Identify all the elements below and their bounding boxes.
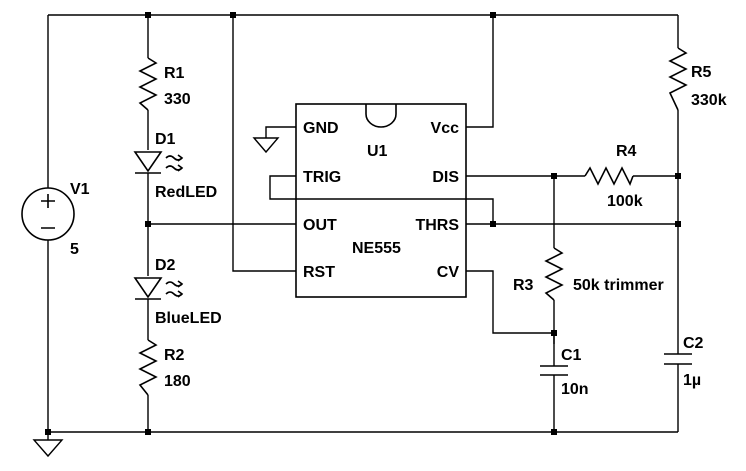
r3-value: 50k trimmer — [573, 277, 664, 294]
pin-rst: RST — [303, 264, 335, 281]
resistor-zigzag — [544, 247, 564, 301]
diode-triangle — [133, 277, 163, 299]
light-emission-icon — [165, 164, 184, 172]
resistor-zigzag — [584, 166, 634, 186]
resistor-r3: R3 50k trimmer — [513, 247, 664, 301]
junction-dot — [675, 221, 681, 227]
ground-icon — [32, 432, 64, 458]
c1-ref: C1 — [561, 347, 582, 364]
d2-ref: D2 — [155, 257, 176, 274]
r5-ref: R5 — [691, 64, 712, 81]
junction-dot — [551, 429, 557, 435]
junction-dot — [490, 221, 496, 227]
resistor-r1: R1 330 — [138, 57, 191, 111]
junction-dot — [230, 12, 236, 18]
pin-vcc: Vcc — [431, 120, 460, 137]
r5-value: 330k — [691, 92, 727, 109]
junction-dot — [145, 221, 151, 227]
light-emission-icon — [165, 280, 184, 288]
resistor-r2: R2 180 — [138, 339, 191, 396]
pin-gnd: GND — [303, 120, 339, 137]
c1-value: 10n — [561, 381, 589, 398]
r4-ref: R4 — [616, 143, 637, 160]
diode-triangle — [133, 151, 163, 173]
ic-ref: U1 — [367, 143, 388, 160]
ground-symbol-gnd-pin — [252, 137, 280, 154]
resistor-r5: R5 330k — [668, 47, 727, 111]
ic-type: NE555 — [352, 240, 401, 257]
resistor-r4: R4 100k — [584, 143, 643, 210]
junction-dot — [145, 429, 151, 435]
d1-value: RedLED — [155, 184, 217, 201]
c2-ref: C2 — [683, 335, 704, 352]
junction-dot — [675, 173, 681, 179]
capacitor-c2: C2 1µ — [664, 335, 704, 389]
resistor-zigzag — [138, 339, 158, 396]
c2-value: 1µ — [683, 372, 701, 389]
ground-symbol-main — [32, 432, 64, 458]
source-symbol — [21, 187, 75, 241]
ic-u1: U1 NE555 GND TRIG OUT RST Vcc DIS THRS C… — [295, 103, 467, 298]
v1-ref: V1 — [70, 181, 90, 198]
junction-dot — [490, 12, 496, 18]
r1-value: 330 — [164, 91, 191, 108]
capacitor-c1: C1 10n — [540, 347, 589, 398]
pin-trig: TRIG — [303, 169, 341, 186]
d1-ref: D1 — [155, 131, 176, 148]
ic-notch — [365, 104, 397, 128]
led-d1: D1 RedLED — [133, 131, 217, 201]
resistor-zigzag — [138, 57, 158, 111]
junction-dot — [551, 330, 557, 336]
pin-out: OUT — [303, 217, 337, 234]
pin-cv: CV — [437, 264, 460, 281]
r2-value: 180 — [164, 373, 191, 390]
resistor-zigzag — [668, 47, 688, 111]
ic-body — [295, 103, 467, 298]
voltage-source-v1: V1 5 — [21, 181, 90, 258]
junction-dot — [145, 12, 151, 18]
v1-value: 5 — [70, 241, 79, 258]
light-emission-icon — [165, 154, 184, 162]
d2-value: BlueLED — [155, 310, 222, 327]
r3-ref: R3 — [513, 277, 534, 294]
pin-thrs: THRS — [415, 217, 459, 234]
r2-ref: R2 — [164, 347, 185, 364]
r4-value: 100k — [607, 193, 643, 210]
light-emission-icon — [165, 290, 184, 298]
polarity-marks — [41, 194, 55, 229]
ground-icon — [252, 137, 280, 154]
led-d2: D2 BlueLED — [133, 257, 222, 327]
junction-dot — [551, 173, 557, 179]
pin-dis: DIS — [432, 169, 459, 186]
r1-ref: R1 — [164, 65, 185, 82]
